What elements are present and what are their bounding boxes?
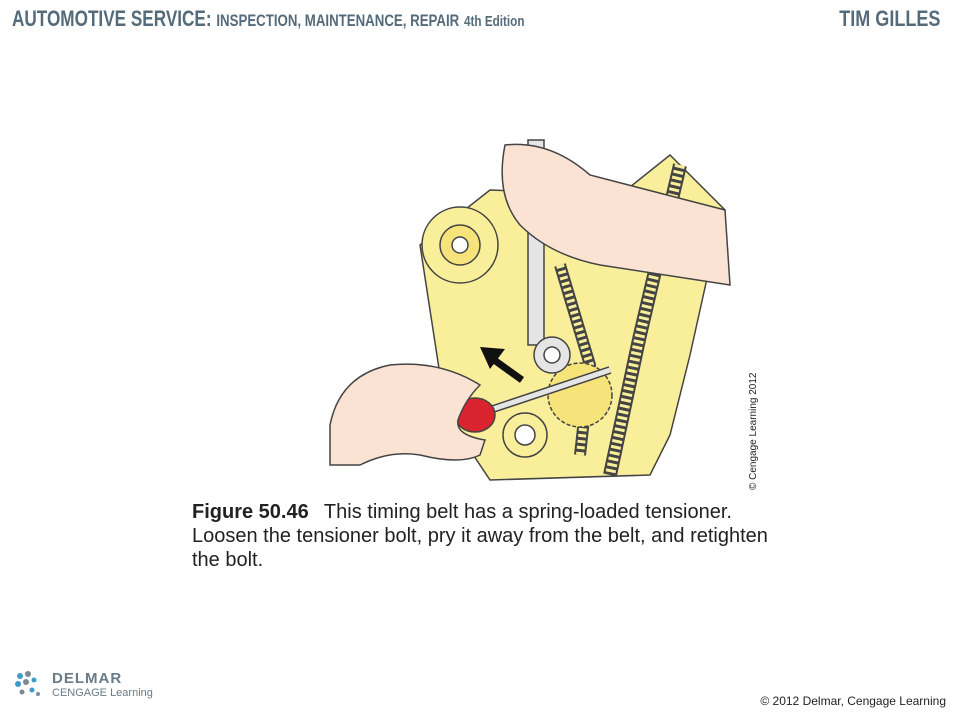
publisher-subname: CENGAGE Learning bbox=[52, 687, 153, 699]
author-name: TIM GILLES bbox=[838, 6, 940, 31]
slide-header: AUTOMOTIVE SERVICE: INSPECTION, MAINTENA… bbox=[0, 0, 960, 40]
timing-belt-illustration bbox=[329, 139, 731, 481]
book-edition: 4th Edition bbox=[464, 13, 525, 30]
publisher-logo: DELMAR CENGAGE Learning bbox=[14, 668, 184, 704]
figure-number: Figure 50.46 bbox=[192, 501, 309, 523]
figure-caption-text: This timing belt has a spring-loaded ten… bbox=[192, 501, 768, 571]
book-title-sub: INSPECTION, MAINTENANCE, REPAIR bbox=[216, 11, 460, 30]
image-credit: © Cengage Learning 2012 bbox=[748, 372, 759, 490]
book-title: AUTOMOTIVE SERVICE: INSPECTION, MAINTENA… bbox=[12, 6, 524, 32]
publisher-logo-icon bbox=[15, 671, 40, 696]
copyright-notice: © 2012 Delmar, Cengage Learning bbox=[760, 694, 946, 708]
publisher-name: DELMAR bbox=[52, 670, 123, 687]
figure-caption: Figure 50.46 This timing belt has a spri… bbox=[192, 500, 792, 572]
book-title-main: AUTOMOTIVE SERVICE: bbox=[12, 6, 212, 31]
